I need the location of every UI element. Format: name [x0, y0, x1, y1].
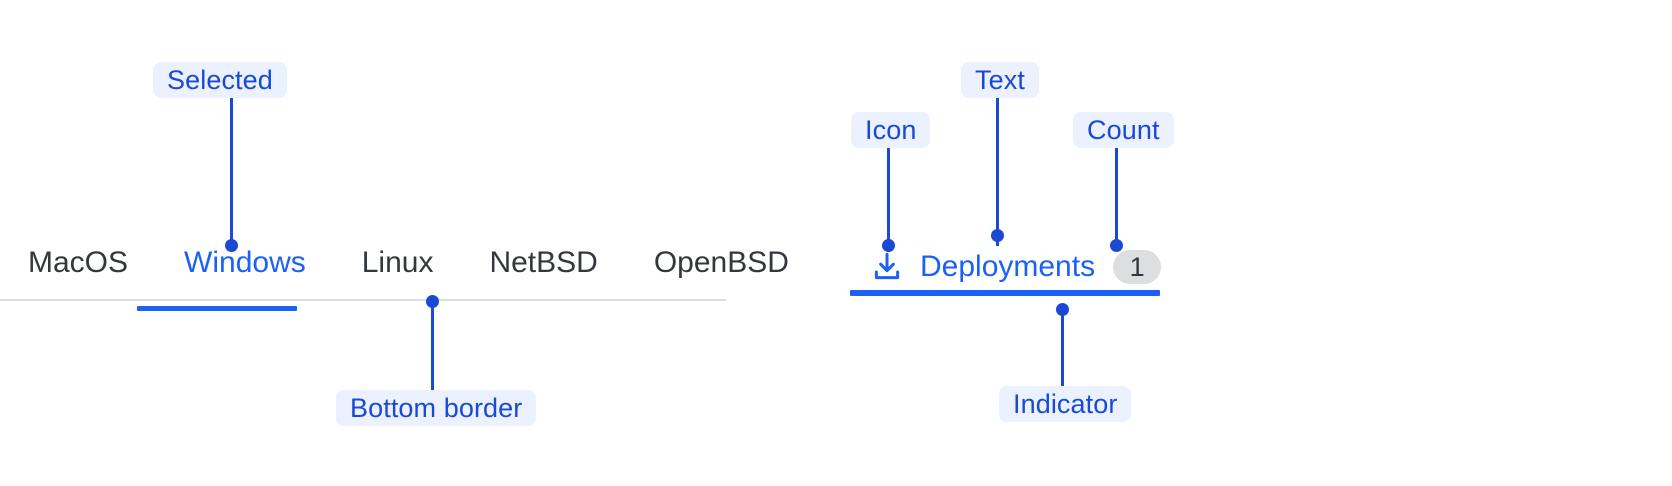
tabbar-os: MacOS Windows Linux NetBSD OpenBSD: [0, 248, 789, 304]
leader-dot-count: [1110, 239, 1123, 252]
tab-linux[interactable]: Linux: [334, 248, 462, 278]
tab-windows[interactable]: Windows: [156, 248, 334, 278]
callout-indicator: Indicator: [999, 386, 1132, 422]
leader-line-selected: [230, 98, 233, 246]
tab-openbsd[interactable]: OpenBSD: [626, 248, 817, 278]
tab-netbsd[interactable]: NetBSD: [461, 248, 625, 278]
callout-bottom-border: Bottom border: [336, 390, 537, 426]
deployments-count-badge: 1: [1113, 250, 1162, 284]
callout-selected: Selected: [153, 62, 287, 98]
callout-count: Count: [1073, 112, 1174, 148]
tab-macos[interactable]: MacOS: [0, 248, 156, 278]
leader-line-text: [996, 98, 999, 246]
leader-line-bottom-border: [431, 301, 434, 413]
leader-line-indicator: [1061, 309, 1064, 387]
leader-line-count: [1115, 148, 1118, 246]
leader-dot-selected: [225, 239, 238, 252]
leader-line-icon: [887, 148, 890, 246]
leader-dot-text: [991, 229, 1004, 242]
callout-icon: Icon: [851, 112, 931, 148]
active-tab-underline: [137, 306, 297, 311]
tab-indicator-bar: [850, 290, 1160, 296]
tabbar-bottom-divider: [0, 299, 726, 301]
tab-deployments[interactable]: Deployments 1: [870, 250, 1162, 284]
leader-dot-icon: [882, 239, 895, 252]
callout-text: Text: [961, 62, 1039, 98]
tabstrip: MacOS Windows Linux NetBSD OpenBSD: [0, 248, 817, 278]
tab-deployments-label: Deployments: [920, 250, 1096, 283]
download-icon: [870, 250, 904, 284]
